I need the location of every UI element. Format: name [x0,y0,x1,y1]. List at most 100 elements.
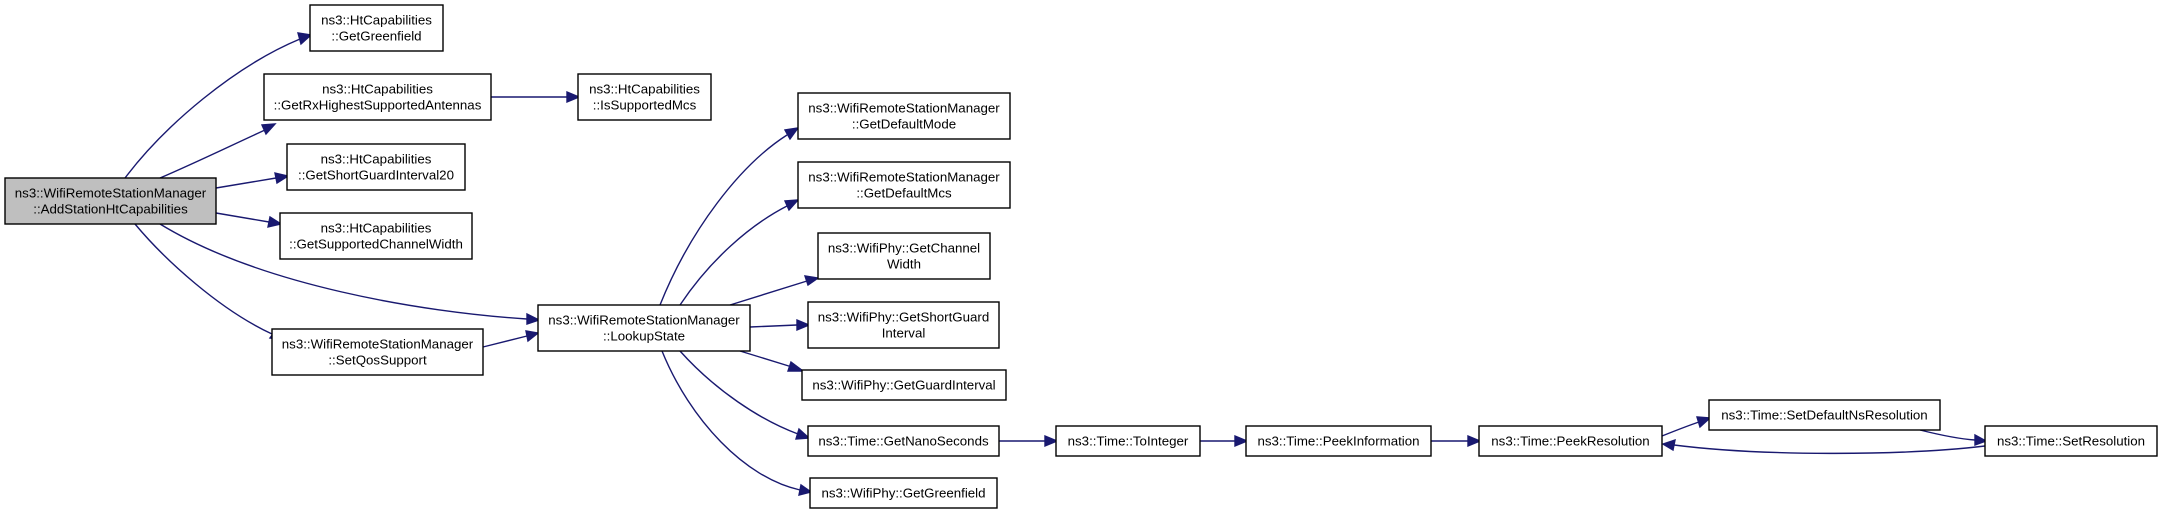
edge-arrowhead [1467,434,1482,448]
node-ns3-htcapabilities-getrxhighestsupportedantennas[interactable]: ns3::HtCapabilities::GetRxHighestSupport… [263,73,492,121]
edge-n15-n16 [1200,434,1249,448]
node-box [309,4,444,52]
node-label: ns3::HtCapabilities [321,13,432,28]
node-label: ::GetShortGuardInterval20 [298,168,454,183]
node-label: ns3::WifiPhy::GetShortGuard [818,310,989,325]
node-label: ::SetQosSupport [328,353,427,368]
edge-n19-n17 [1661,438,1986,455]
node-label: ns3::HtCapabilities [322,82,433,97]
node-box [271,328,484,376]
node-box [807,301,1000,349]
edge-line [1661,421,1700,437]
edge-n6-n11 [749,318,811,332]
node-box [807,425,1000,457]
node-label: ns3::WifiRemoteStationManager [808,170,1000,185]
edge-line [659,134,788,306]
node-ns3-time-tointeger[interactable]: ns3::Time::ToInteger [1055,425,1201,457]
node-box [279,212,473,260]
node-label: ns3::WifiRemoteStationManager [15,186,207,201]
node-label: Interval [882,326,926,341]
node-ns3-htcapabilities-issupportedmcs[interactable]: ns3::HtCapabilities::IsSupportedMcs [577,73,712,121]
edge-arrowhead [803,275,820,287]
node-ns3-time-setresolution[interactable]: ns3::Time::SetResolution [1984,425,2158,457]
edge-line [1673,444,1986,455]
edge-line [679,350,799,435]
edge-arrowhead [783,199,800,212]
edge-n16-n17 [1431,434,1482,448]
edge-arrowhead [297,32,313,46]
node-label: ::LookupState [603,329,685,344]
node-label: ns3::HtCapabilities [321,221,432,236]
node-box [537,304,751,352]
node-ns3-wifiremotestationmanager-addstationhtcapabilities[interactable]: ns3::WifiRemoteStationManager::AddStatio… [4,177,217,225]
edge-line [729,280,808,306]
node-box [4,177,217,225]
edge-arrowhead [1696,416,1712,429]
edge-arrowhead [267,215,283,228]
node-ns3-wifiphy-getshortguard-interval[interactable]: ns3::WifiPhy::GetShortGuardInterval [807,301,1000,349]
node-label: ns3::WifiRemoteStationManager [808,101,1000,116]
node-ns3-wifiphy-getguardinterval[interactable]: ns3::WifiPhy::GetGuardInterval [801,369,1007,401]
edge-n6-n10 [729,275,820,306]
edge-n18-n19 [1919,429,1988,446]
edge-arrowhead [787,360,806,372]
node-box [286,143,466,191]
edge-n6-n8 [659,127,800,306]
nodes-layer: ns3::WifiRemoteStationManager::AddStatio… [4,4,2158,509]
node-label: ns3::Time::ToInteger [1068,434,1189,449]
node-ns3-htcapabilities-getgreenfield[interactable]: ns3::HtCapabilities::GetGreenfield [309,4,444,52]
node-box [1984,425,2158,457]
edge-line [1919,429,1976,441]
edge-line [739,350,793,368]
edge-n6-n9 [679,199,800,306]
edge-arrowhead [1661,438,1676,452]
edge-line [159,129,266,179]
node-label: ns3::HtCapabilities [321,152,432,167]
edge-n6-n13 [679,350,811,440]
edge-arrowhead [566,90,581,104]
node-box [1245,425,1432,457]
node-label: ns3::Time::PeekResolution [1491,434,1649,449]
node-ns3-wifiphy-getgreenfield[interactable]: ns3::WifiPhy::GetGreenfield [809,477,998,509]
node-box [797,92,1011,140]
node-ns3-wifiremotestationmanager-setqossupport[interactable]: ns3::WifiRemoteStationManager::SetQosSup… [271,328,484,376]
node-ns3-wifiremotestationmanager-lookupstate[interactable]: ns3::WifiRemoteStationManager::LookupSta… [537,304,751,352]
edge-arrowhead [796,318,811,332]
edge-n0-n7 [134,223,285,341]
node-box [797,161,1011,209]
edge-line [159,223,528,320]
node-ns3-time-getnanoseconds[interactable]: ns3::Time::GetNanoSeconds [807,425,1000,457]
edge-n0-n2 [159,123,277,179]
node-label: ::GetDefaultMode [852,117,956,132]
node-box [809,477,998,509]
node-label: ::IsSupportedMcs [593,98,697,113]
edge-line [215,177,277,189]
edge-n6-n14 [661,350,813,496]
node-label: ::GetDefaultMcs [856,186,952,201]
edge-n2-n3 [491,90,581,104]
node-label: ns3::HtCapabilities [589,82,700,97]
node-ns3-htcapabilities-getsupportedchannelwidth[interactable]: ns3::HtCapabilities::GetSupportedChannel… [279,212,473,260]
node-label: ns3::WifiPhy::GetGreenfield [821,486,985,501]
node-label: ns3::Time::SetDefaultNsResolution [1721,408,1927,423]
node-box [1708,399,1941,431]
node-label: ::GetSupportedChannelWidth [289,237,463,252]
edge-arrowhead [1044,434,1059,448]
node-ns3-htcapabilities-getshortguardinterval20[interactable]: ns3::HtCapabilities::GetShortGuardInterv… [286,143,466,191]
node-label: ::GetGreenfield [331,29,421,44]
node-label: ns3::Time::SetResolution [1997,434,2145,449]
edge-line [482,335,528,348]
edge-arrowhead [274,172,290,185]
node-ns3-time-peekinformation[interactable]: ns3::Time::PeekInformation [1245,425,1432,457]
edge-arrowhead [783,127,800,141]
node-ns3-time-setdefaultnsresolution[interactable]: ns3::Time::SetDefaultNsResolution [1708,399,1941,431]
node-label: ns3::WifiRemoteStationManager [282,337,474,352]
edge-arrowhead [1234,434,1249,448]
node-ns3-time-peekresolution[interactable]: ns3::Time::PeekResolution [1478,425,1663,457]
edge-arrowhead [798,483,813,496]
node-ns3-wifiremotestationmanager-getdefaultmcs[interactable]: ns3::WifiRemoteStationManager::GetDefaul… [797,161,1011,209]
edge-n13-n15 [999,434,1059,448]
node-ns3-wifiremotestationmanager-getdefaultmode[interactable]: ns3::WifiRemoteStationManager::GetDefaul… [797,92,1011,140]
